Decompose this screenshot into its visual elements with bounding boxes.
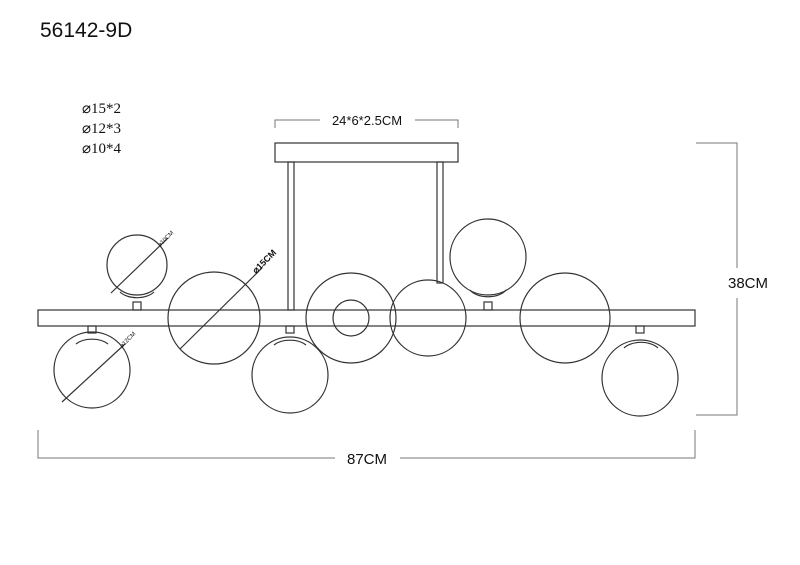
width-dimension: 87CM bbox=[37, 430, 696, 468]
globe-label-small: ⌀10CM bbox=[157, 230, 175, 248]
globes: ⌀10CM ⌀15CM ⌀12CM bbox=[53, 218, 679, 417]
globe-large bbox=[519, 272, 611, 364]
globe-cap bbox=[273, 339, 307, 346]
height-dimension: 38CM bbox=[696, 142, 768, 416]
globe-label-large: ⌀15CM bbox=[250, 248, 278, 276]
rod-left bbox=[287, 161, 295, 311]
height-dimension-label: 38CM bbox=[728, 275, 768, 292]
width-dimension-label: 87CM bbox=[347, 451, 387, 468]
neck bbox=[483, 301, 493, 311]
globe-medium bbox=[389, 279, 467, 357]
legend-item: ⌀10*4 bbox=[82, 141, 122, 157]
globe-small bbox=[106, 234, 168, 296]
canopy bbox=[274, 142, 459, 163]
canopy-dimension: 24*6*2.5CM bbox=[274, 113, 459, 128]
canopy-dimension-label: 24*6*2.5CM bbox=[332, 113, 402, 128]
neck bbox=[285, 325, 295, 334]
globe-medium bbox=[53, 331, 131, 409]
globe-cap bbox=[469, 289, 507, 298]
rod-right bbox=[436, 161, 444, 284]
legend-item: ⌀12*3 bbox=[82, 121, 121, 137]
globe-cap bbox=[75, 338, 109, 345]
neck bbox=[635, 325, 645, 334]
globe-cap bbox=[623, 341, 659, 349]
neck bbox=[132, 301, 142, 311]
globe-small bbox=[601, 339, 679, 417]
globe-label-medium: ⌀12CM bbox=[119, 331, 137, 349]
model-number: 56142-9D bbox=[40, 19, 132, 42]
globe-cap bbox=[119, 291, 155, 299]
globe-legend: ⌀15*2 ⌀12*3 ⌀10*4 bbox=[82, 101, 122, 157]
globe-medium bbox=[251, 336, 329, 414]
globe-large bbox=[167, 271, 261, 365]
legend-item: ⌀15*2 bbox=[82, 101, 121, 117]
main-bar bbox=[37, 309, 696, 327]
globe-medium bbox=[449, 218, 527, 296]
globe-socket bbox=[332, 299, 370, 337]
globe-large-front bbox=[305, 272, 397, 364]
neck bbox=[87, 325, 97, 334]
